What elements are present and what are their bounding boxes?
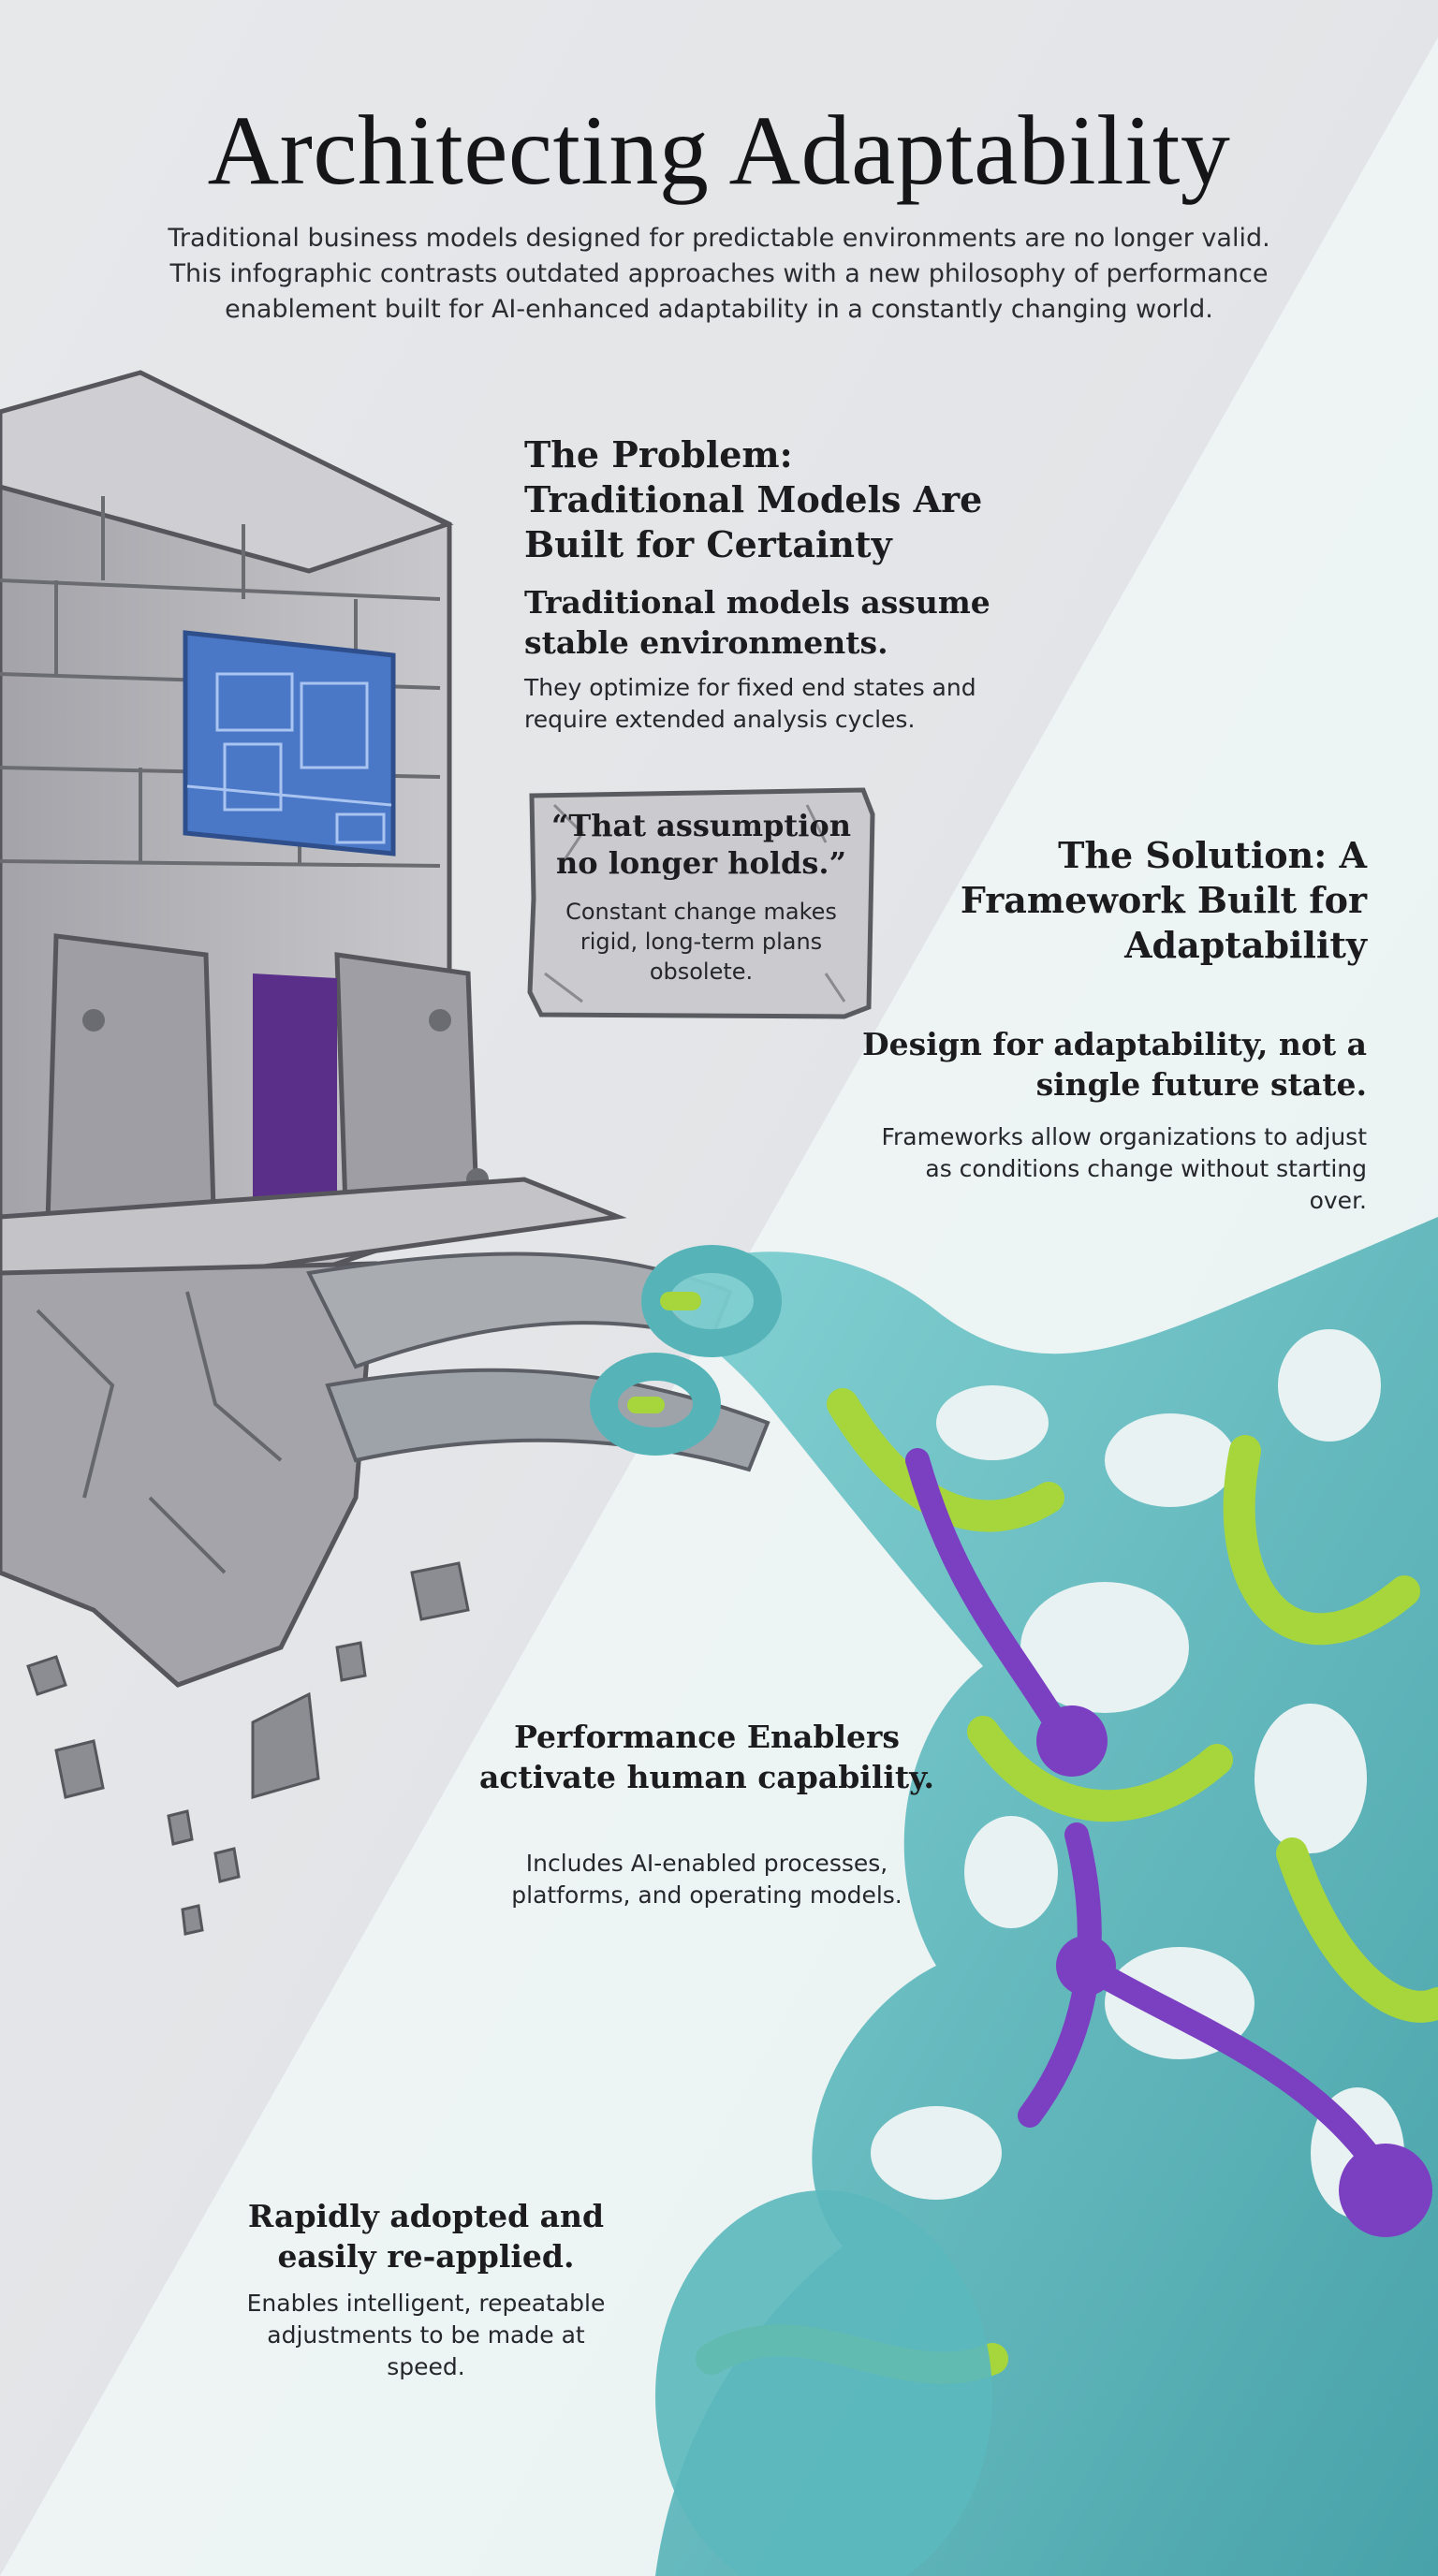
rapid-body: Enables intelligent, repeatable adjustme…	[246, 2290, 606, 2380]
enablers-body: Includes AI-enabled processes, platforms…	[511, 1850, 902, 1909]
adaptive-network-illustration	[590, 1217, 1438, 2576]
page-title: Architecting Adaptability	[207, 95, 1231, 205]
blueprint-icon	[183, 630, 396, 856]
quote-body: Constant change makes rigid, long-term p…	[565, 899, 837, 985]
problem-heading: The Problem: Traditional Models Are Buil…	[524, 433, 983, 565]
stone-tablet-shape	[527, 787, 875, 1019]
quote-stone-tablet: “That assumption no longer holds.” Const…	[526, 786, 876, 1020]
problem-subheading: Traditional models assume stable environ…	[524, 584, 990, 661]
rapid-heading: Rapidly adopted and easily re-applied.	[247, 2198, 605, 2275]
stone-tower-illustration	[0, 370, 627, 1936]
enablers-heading: Performance Enablers activate human capa…	[478, 1719, 935, 1795]
quote-heading: “That assumption no longer holds.”	[551, 808, 851, 881]
problem-body: They optimize for fixed end states and r…	[524, 674, 976, 733]
solution-heading: The Solution: A Framework Built for Adap…	[960, 834, 1367, 966]
intro-text: Traditional business models designed for…	[168, 224, 1270, 324]
solution-subheading: Design for adaptability, not a single fu…	[862, 1026, 1367, 1103]
solution-body: Frameworks allow organizations to adjust…	[881, 1123, 1367, 1214]
